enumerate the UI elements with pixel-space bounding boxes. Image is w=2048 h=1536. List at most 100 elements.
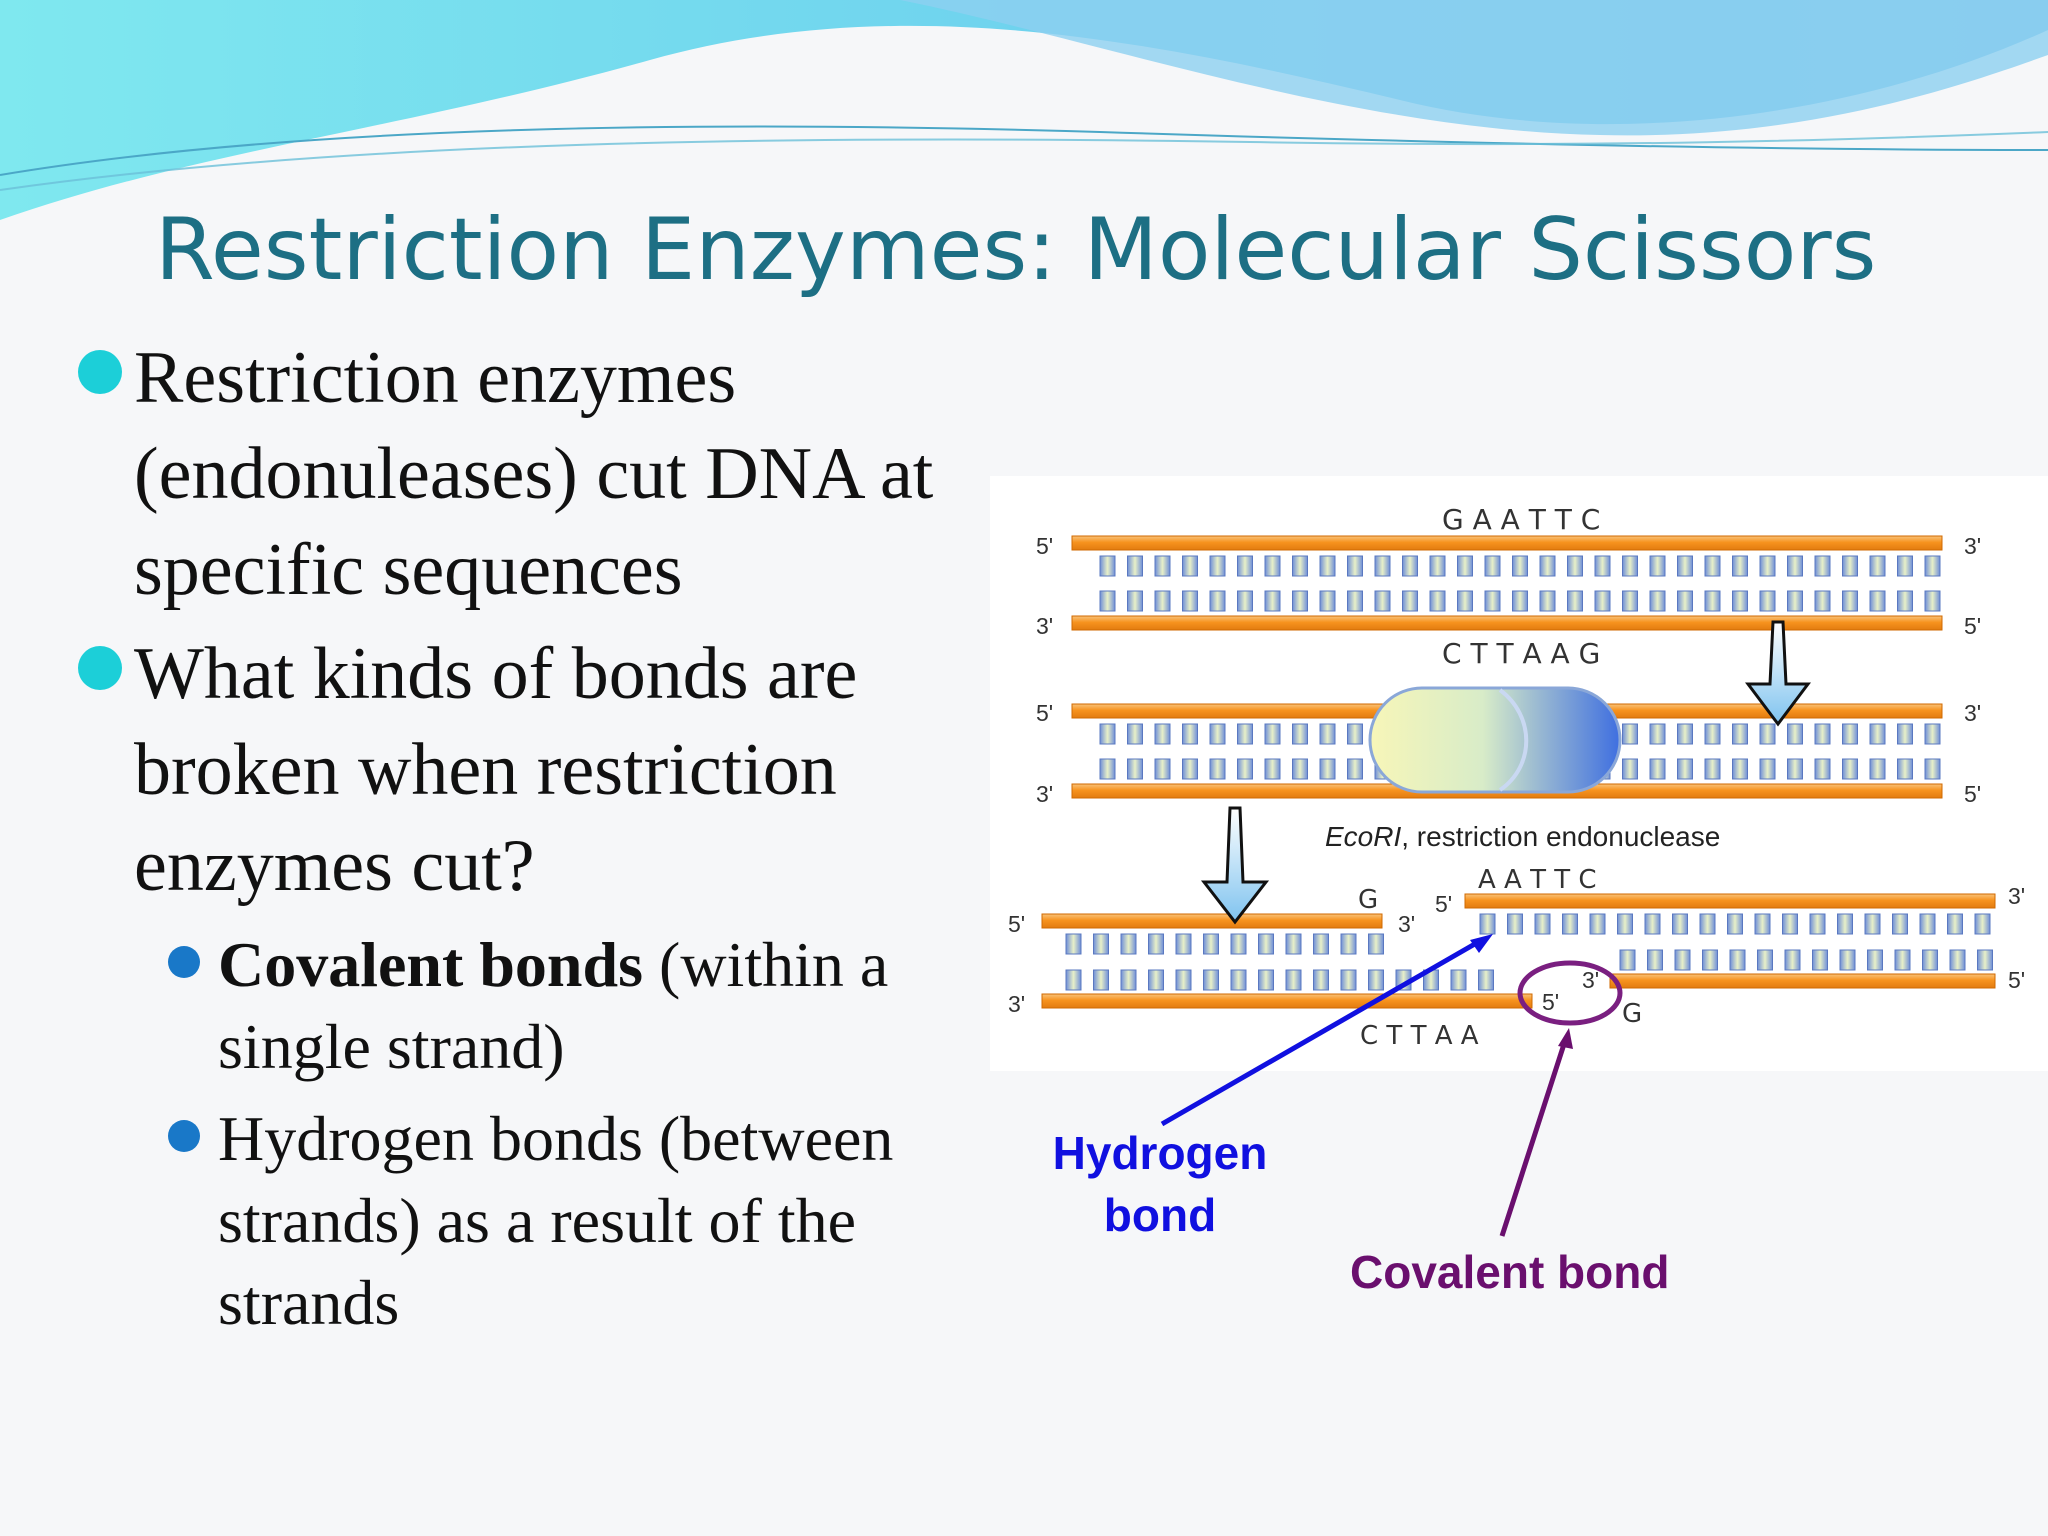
base-pair (1237, 758, 1253, 780)
header-wave-decoration (0, 0, 2048, 220)
base-pair (1867, 949, 1883, 971)
end-label-3: 3' (1398, 911, 1415, 937)
base-pair (1237, 723, 1253, 745)
enzyme-shape (1368, 686, 1622, 794)
hydrogen-label-line2: bond (1103, 1189, 1217, 1241)
cut-arrow-icon (1745, 620, 1811, 727)
base-pair (1512, 590, 1528, 612)
base-pair (1209, 555, 1226, 577)
base-pair (1120, 969, 1137, 991)
base-pair (1809, 913, 1826, 935)
base-pair (1292, 758, 1308, 780)
end-label-3: 3' (1036, 613, 1053, 639)
base-pair (1732, 590, 1748, 612)
end-label-3: 3' (2008, 883, 2025, 909)
base-pair (1704, 555, 1721, 577)
base-pair (1512, 555, 1528, 577)
base-pair (1093, 969, 1109, 991)
base-pair (1622, 723, 1638, 745)
base-pair (1209, 590, 1226, 612)
base-pair (1814, 758, 1831, 780)
base-pair (1892, 913, 1908, 935)
base-pair (1203, 969, 1219, 991)
covalent-bond-label: Covalent bond (1350, 1246, 1670, 1298)
base-pair (1347, 723, 1363, 745)
base-pair (1622, 555, 1638, 577)
cut-left-bottom-sequence: C T T A A (1360, 1021, 1479, 1051)
base-pair (1974, 913, 1991, 935)
base-pair (1594, 555, 1611, 577)
base-pair (1484, 590, 1501, 612)
sub-bullet-bold-text: Covalent bonds (218, 929, 643, 1000)
base-pair (1622, 590, 1638, 612)
base-pair (1340, 969, 1357, 991)
base-pair (1677, 555, 1693, 577)
end-label-5: 5' (1964, 613, 1981, 639)
cut-left-top-base: G (1358, 885, 1378, 915)
base-pair (1264, 590, 1281, 612)
base-pair (1347, 590, 1363, 612)
base-pair (1539, 555, 1556, 577)
base-pair (1567, 590, 1583, 612)
base-pair (1368, 969, 1384, 991)
base-pair (1677, 590, 1693, 612)
base-pair (1484, 555, 1501, 577)
base-pair (1704, 758, 1721, 780)
bullet-item: What kinds of bonds are broken when rest… (70, 626, 990, 914)
base-pair (1787, 555, 1803, 577)
base-pair (1182, 723, 1198, 745)
base-pair (1782, 913, 1798, 935)
base-pair (1894, 949, 1911, 971)
base-pair (1699, 913, 1716, 935)
base-pair (1154, 555, 1171, 577)
base-pair (1127, 555, 1143, 577)
base-pair (1539, 590, 1556, 612)
base-pair (1922, 949, 1938, 971)
base-pair (1842, 590, 1858, 612)
base-pair (1649, 555, 1666, 577)
enzyme-label: EcoRI, restriction endonuclease (1325, 821, 1720, 852)
base-pair (1237, 590, 1253, 612)
base-pair (1787, 758, 1803, 780)
base-pair (1759, 723, 1776, 745)
base-pair (1704, 723, 1721, 745)
end-label-5: 5' (1036, 533, 1053, 559)
base-pair (1732, 723, 1748, 745)
sub-bullet-text: Hydrogen bonds (between strands) as a re… (218, 1103, 894, 1338)
base-pair (1374, 555, 1391, 577)
base-pair (1897, 723, 1913, 745)
base-pair (1230, 969, 1247, 991)
base-pair (1479, 913, 1496, 935)
base-pair (1230, 933, 1247, 955)
base-pair (1977, 949, 1993, 971)
sub-bullet-item: Hydrogen bonds (between strands) as a re… (70, 1098, 990, 1344)
base-pair (1450, 969, 1467, 991)
base-pair (1924, 590, 1941, 612)
base-pair (1949, 949, 1966, 971)
base-pair (1622, 758, 1638, 780)
base-pair (1127, 590, 1143, 612)
base-pair (1478, 969, 1494, 991)
covalent-bond-highlight (1517, 960, 1623, 1026)
base-pair (1429, 555, 1446, 577)
base-pair (1374, 590, 1391, 612)
base-pair (1292, 590, 1308, 612)
top-recognition-sequence: G A A T T C (1442, 503, 1600, 536)
base-pair (1677, 758, 1693, 780)
base-pair (1065, 969, 1082, 991)
bullet-dot-icon (78, 350, 122, 394)
base-pair (1784, 949, 1801, 971)
base-pair (1340, 933, 1357, 955)
end-label-5: 5' (2008, 967, 2025, 993)
base-pair (1924, 555, 1941, 577)
base-pair (1148, 969, 1164, 991)
base-pair (1347, 555, 1363, 577)
base-pair (1649, 758, 1666, 780)
base-pair (1264, 723, 1281, 745)
base-pair (1182, 758, 1198, 780)
base-pair (1759, 590, 1776, 612)
sub-bullet-dot-icon (168, 946, 200, 978)
bullet-item: Restriction enzymes (endonuleases) cut D… (70, 330, 990, 618)
base-pair (1429, 590, 1446, 612)
base-pair (1647, 949, 1663, 971)
